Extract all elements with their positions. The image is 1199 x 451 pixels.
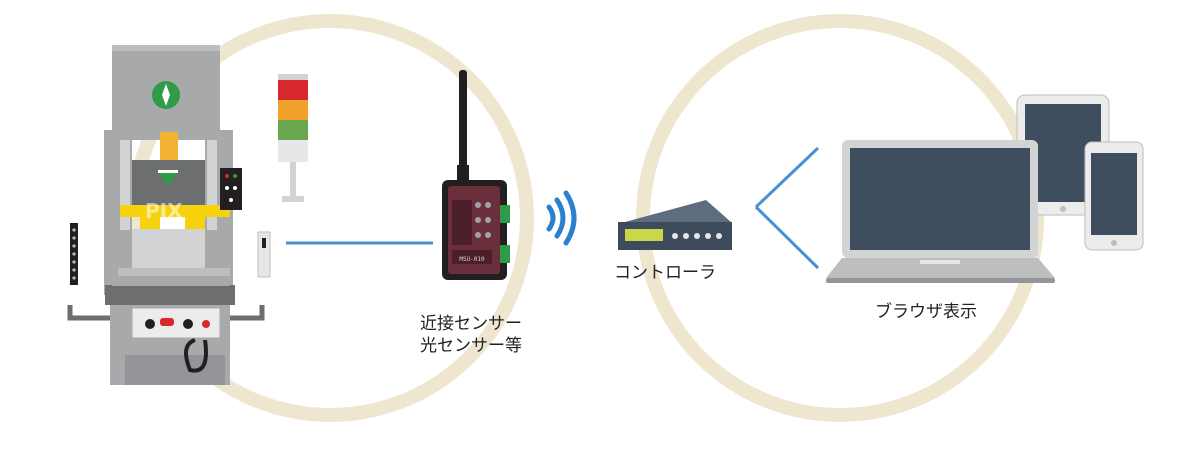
- wireless-sensor-icon: MSU-010: [442, 70, 510, 280]
- laptop-icon: [826, 140, 1055, 283]
- sensor-model-text: MSU-010: [459, 256, 485, 263]
- left-ring: [126, 14, 534, 422]
- sensor-label-line2: 光センサー等: [420, 336, 522, 356]
- controller-label: コントローラ: [614, 263, 716, 283]
- press-machine-icon: PIX: [67, 45, 271, 385]
- signal-tower-icon: [278, 74, 308, 202]
- sensor-label: 近接センサー 光センサー等: [420, 313, 522, 357]
- controller-device-icon: [618, 200, 732, 250]
- wireless-signal-icon: [546, 190, 577, 246]
- smartphone-icon: [1084, 141, 1144, 251]
- sensor-label-line1: 近接センサー: [420, 314, 522, 334]
- browser-link-lines: [754, 146, 820, 270]
- machine-watermark: PIX: [145, 199, 183, 223]
- browser-display-label: ブラウザ表示: [875, 302, 977, 322]
